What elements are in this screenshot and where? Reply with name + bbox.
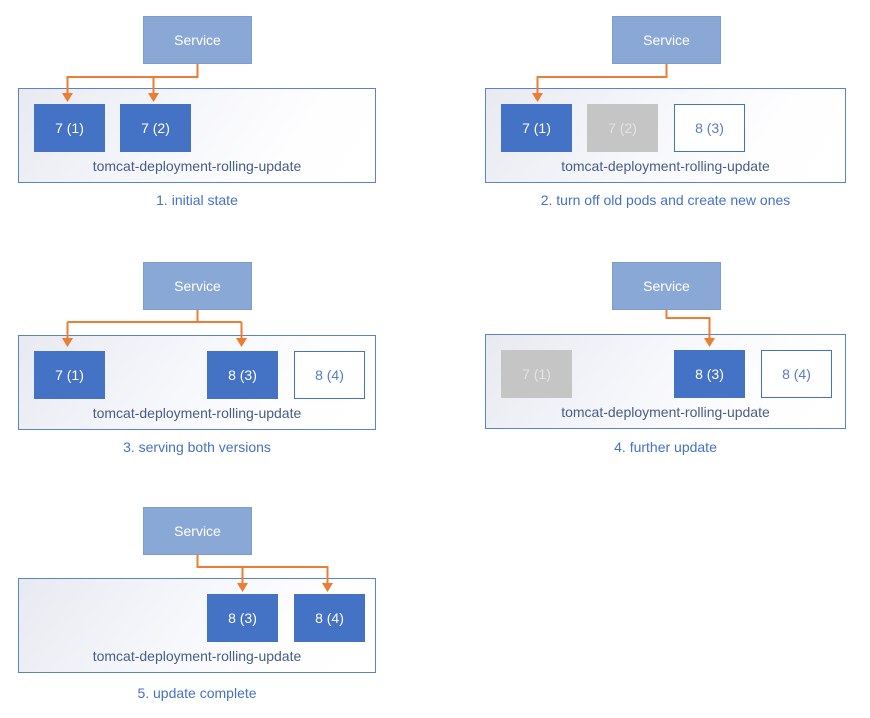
deployment-label: tomcat-deployment-rolling-update <box>92 648 302 664</box>
deployment-label: tomcat-deployment-rolling-update <box>92 405 302 421</box>
deployment-label: tomcat-deployment-rolling-update <box>92 158 302 174</box>
deployment-box: 7 (1) 7 (2) tomcat-deployment-rolling-up… <box>18 88 376 183</box>
step-caption: 3. serving both versions <box>123 439 271 455</box>
pod-8-4: 8 (4) <box>761 350 832 398</box>
deployment-box: 7 (1) 7 (2) 8 (3) tomcat-deployment-roll… <box>485 88 846 183</box>
step-caption: 2. turn off old pods and create new ones <box>540 192 791 208</box>
pod-7-1: 7 (1) <box>34 351 105 399</box>
pod-8-3: 8 (3) <box>674 350 745 398</box>
pod-7-2: 7 (2) <box>120 104 191 152</box>
service-node: Service <box>143 507 252 555</box>
step-caption: 1. initial state <box>156 192 238 208</box>
service-node: Service <box>612 262 721 310</box>
pod-7-1: 7 (1) <box>34 104 105 152</box>
step-caption: 4. further update <box>614 439 717 455</box>
pod-7-1: 7 (1) <box>501 104 572 152</box>
service-node: Service <box>143 16 252 64</box>
pod-8-3: 8 (3) <box>207 594 278 642</box>
service-node: Service <box>612 16 721 64</box>
service-node: Service <box>143 262 252 310</box>
pod-8-4: 8 (4) <box>294 594 365 642</box>
pod-7-2: 7 (2) <box>587 104 658 152</box>
deployment-box: 8 (3) 8 (4) tomcat-deployment-rolling-up… <box>18 578 376 673</box>
deployment-label: tomcat-deployment-rolling-update <box>561 404 770 420</box>
pod-8-3: 8 (3) <box>207 351 278 399</box>
pod-7-1: 7 (1) <box>501 350 572 398</box>
pod-8-3: 8 (3) <box>674 104 745 152</box>
deployment-label: tomcat-deployment-rolling-update <box>561 158 770 174</box>
deployment-box: 7 (1) 8 (3) 8 (4) tomcat-deployment-roll… <box>18 335 376 430</box>
pod-8-4: 8 (4) <box>294 351 365 399</box>
deployment-box: 7 (1) 8 (3) 8 (4) tomcat-deployment-roll… <box>485 334 846 429</box>
step-caption: 5. update complete <box>137 685 257 701</box>
